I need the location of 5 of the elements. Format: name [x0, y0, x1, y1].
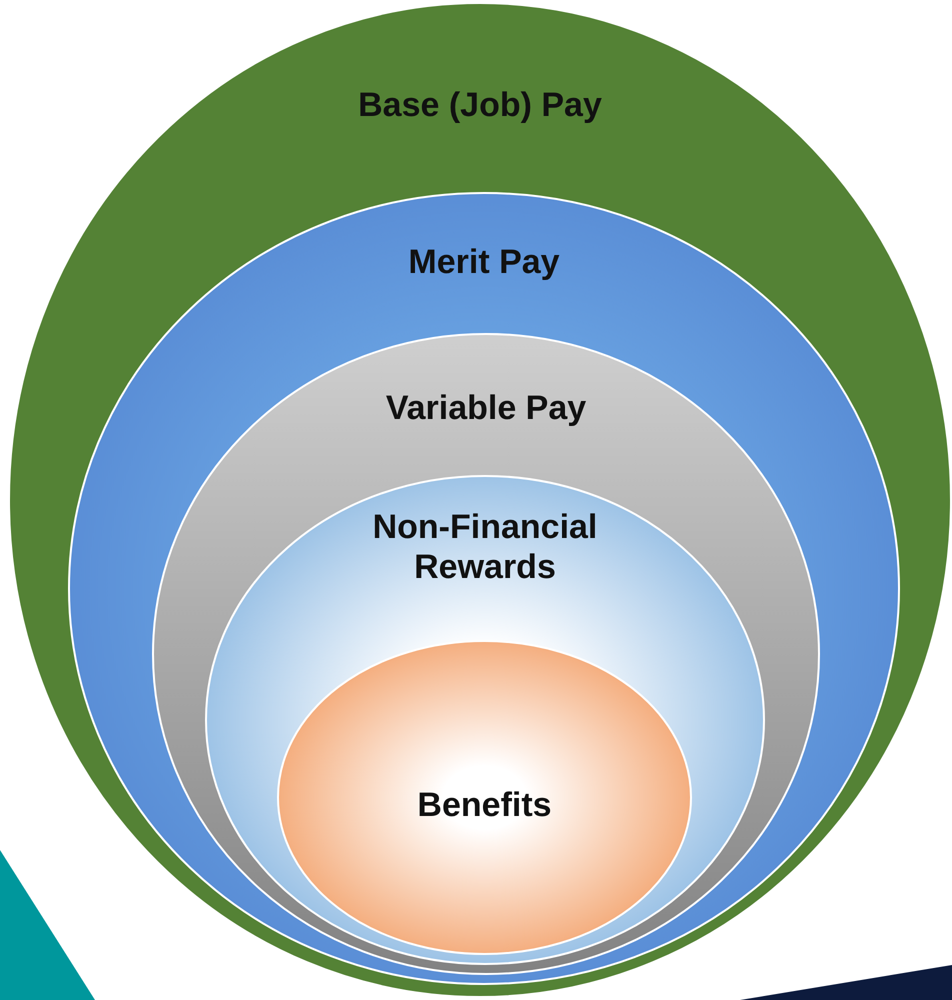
ring-label: Non-Financial Rewards: [372, 507, 598, 587]
ring-label: Merit Pay: [408, 242, 560, 282]
ring-label: Variable Pay: [386, 388, 586, 428]
ring-label: Benefits: [417, 785, 552, 825]
ring-label: Base (Job) Pay: [358, 85, 602, 125]
